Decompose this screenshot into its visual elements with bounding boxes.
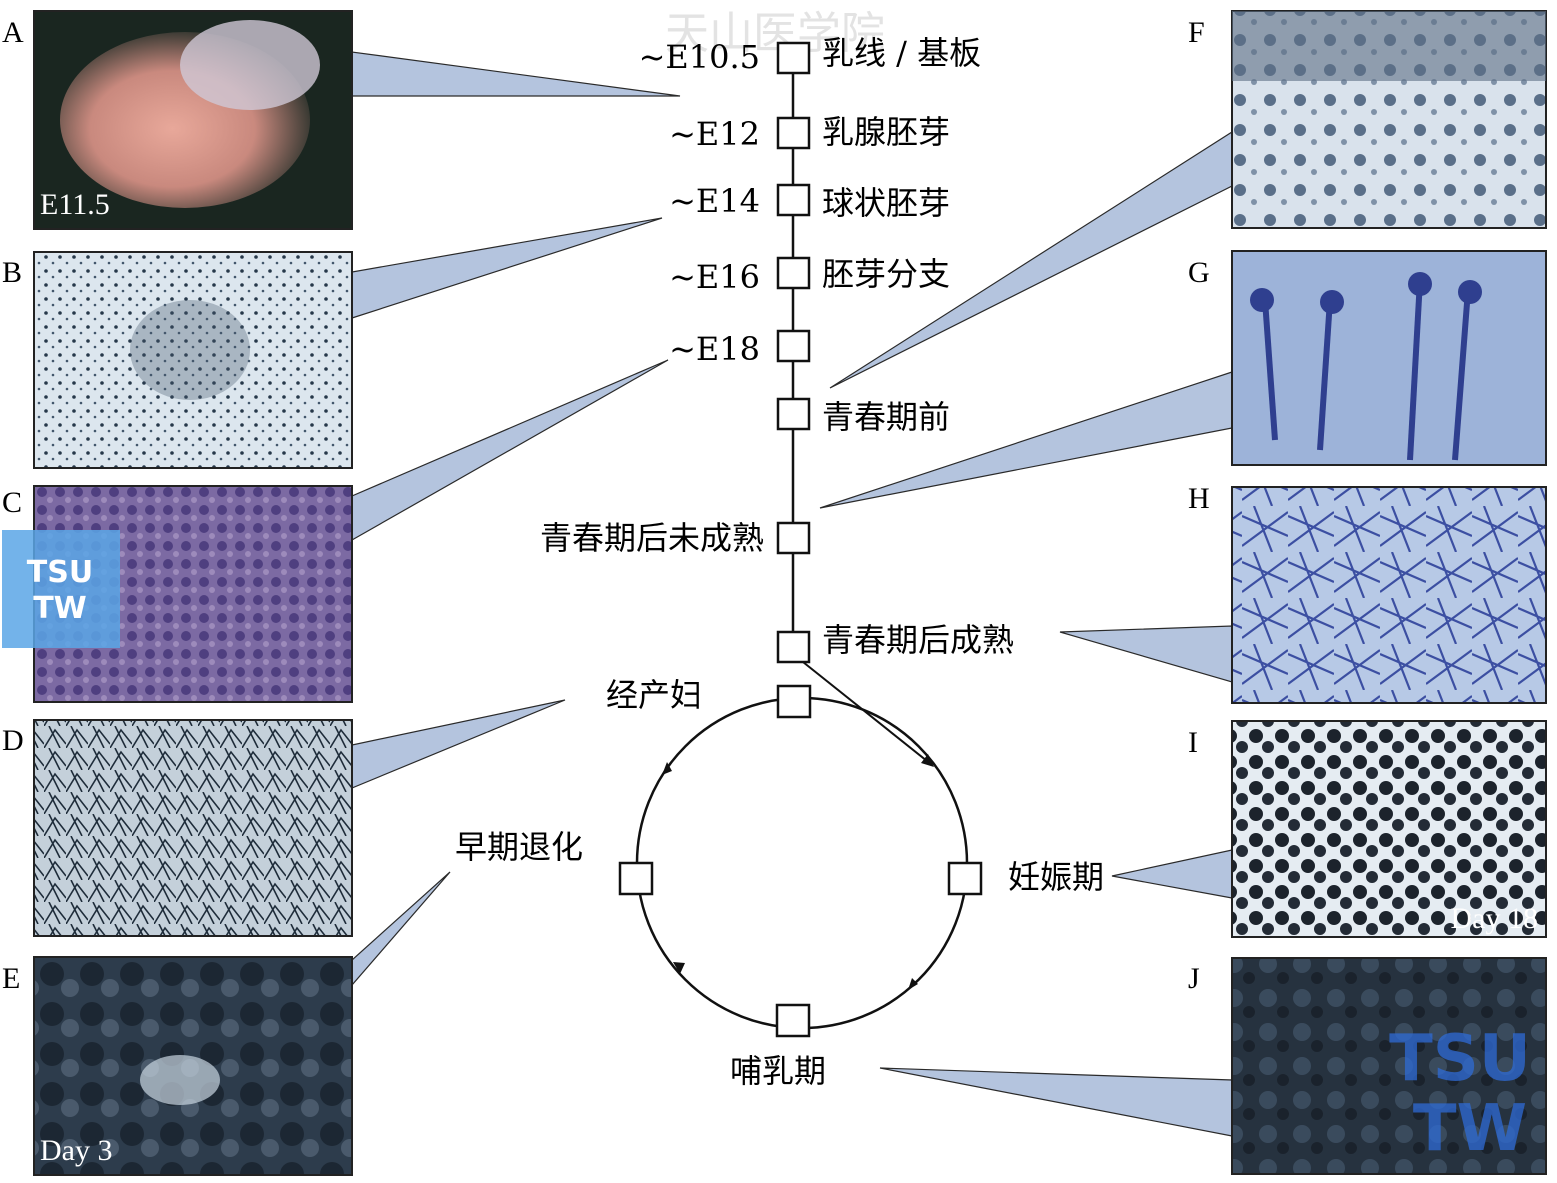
tsu-logo-right-line1: TSU [1389, 1022, 1531, 1096]
callout-b [351, 217, 663, 319]
callout-c [351, 359, 669, 542]
callout-wedges [351, 51, 1233, 1137]
panel-letter-a: A [2, 16, 24, 49]
panel-g [1231, 250, 1547, 466]
entry-arrow-line [802, 661, 933, 766]
arrowhead-entry [921, 754, 934, 767]
tsu-logo-left [2, 530, 120, 648]
panel-letter-h: H [1188, 482, 1210, 515]
box-pregnancy [947, 861, 983, 896]
arrowhead-upper-left [662, 762, 672, 775]
tsu-logo-left-line2: TW [33, 591, 87, 626]
cycle-ring [635, 696, 969, 1030]
stage-bulb-bud: 球状胚芽 [822, 184, 950, 222]
box-involution [618, 861, 654, 896]
box-lactation [775, 1003, 811, 1038]
cycle-labels: 经产妇 妊娠期 哺乳期 早期退化 [455, 676, 1104, 1090]
stage-mammary-bud: 乳腺胚芽 [822, 113, 950, 151]
panel-letter-c: C [2, 486, 22, 519]
panel-i-inset: Day 18 [1451, 902, 1538, 935]
panel-letter-d: D [2, 724, 24, 757]
time-e18: ~E18 [669, 330, 760, 368]
panel-letter-j: J [1188, 962, 1200, 995]
timeline-times: ~E10.5 ~E12 ~E14 ~E16 ~E18 [639, 38, 760, 368]
timeline-stages: 乳线 / 基板 乳腺胚芽 球状胚芽 胚芽分支 青春期前 青春期后未成熟 青春期后… [540, 34, 1014, 659]
watermark-text: 天山医学院 [665, 8, 885, 59]
panel-f [1231, 10, 1547, 229]
panel-e-inset: Day 3 [40, 1134, 112, 1167]
time-e16: ~E16 [669, 258, 760, 296]
panel-letter-b: B [2, 256, 22, 289]
panel-e: Day 3 [33, 956, 353, 1176]
time-e14: ~E14 [669, 182, 760, 220]
panel-b [33, 251, 353, 469]
cycle-boxes [618, 684, 983, 1038]
stage-postpubertal-immature: 青春期后未成熟 [540, 519, 764, 557]
panel-letters: A B C D E F G H I J [2, 16, 1210, 995]
timeline-boxes [776, 41, 811, 664]
cycle-involution: 早期退化 [455, 828, 583, 866]
box-parous [776, 684, 812, 719]
time-e10-5: ~E10.5 [639, 38, 760, 76]
panel-a: E11.5 [33, 10, 353, 230]
stage-bud-branching: 胚芽分支 [822, 255, 950, 293]
cycle-lactation: 哺乳期 [730, 1052, 826, 1090]
panel-letter-g: G [1188, 256, 1210, 289]
cycle-arrowheads [662, 754, 934, 990]
stage-prepubertal: 青春期前 [822, 398, 950, 436]
panel-j: TSU TW [1231, 957, 1547, 1175]
panel-i: Day 18 [1231, 720, 1547, 938]
arrowhead-lower-right [908, 978, 918, 990]
panel-h [1231, 486, 1547, 704]
stage-postpubertal-mature: 青春期后成熟 [822, 621, 1014, 659]
panel-d [33, 719, 353, 937]
stage-milk-line: 乳线 / 基板 [822, 34, 981, 72]
panel-c: TSU TW [2, 485, 353, 703]
callout-g [819, 371, 1233, 509]
panel-letter-i: I [1188, 726, 1198, 759]
cycle-pregnancy: 妊娠期 [1008, 858, 1104, 896]
tsu-logo-right-line2: TW [1413, 1092, 1527, 1166]
callout-e [351, 871, 451, 987]
callout-i [1111, 849, 1233, 899]
callout-h [1059, 625, 1233, 683]
arrowhead-lower-left [673, 962, 685, 974]
callout-a [351, 51, 681, 97]
tsu-logo-left-line1: TSU [27, 555, 93, 590]
cycle-parous: 经产妇 [606, 676, 702, 714]
panel-a-inset: E11.5 [40, 188, 110, 221]
time-e12: ~E12 [669, 115, 760, 153]
callout-j [879, 1067, 1233, 1137]
callout-d [351, 699, 566, 789]
panel-letter-f: F [1188, 16, 1205, 49]
panel-letter-e: E [2, 962, 20, 995]
